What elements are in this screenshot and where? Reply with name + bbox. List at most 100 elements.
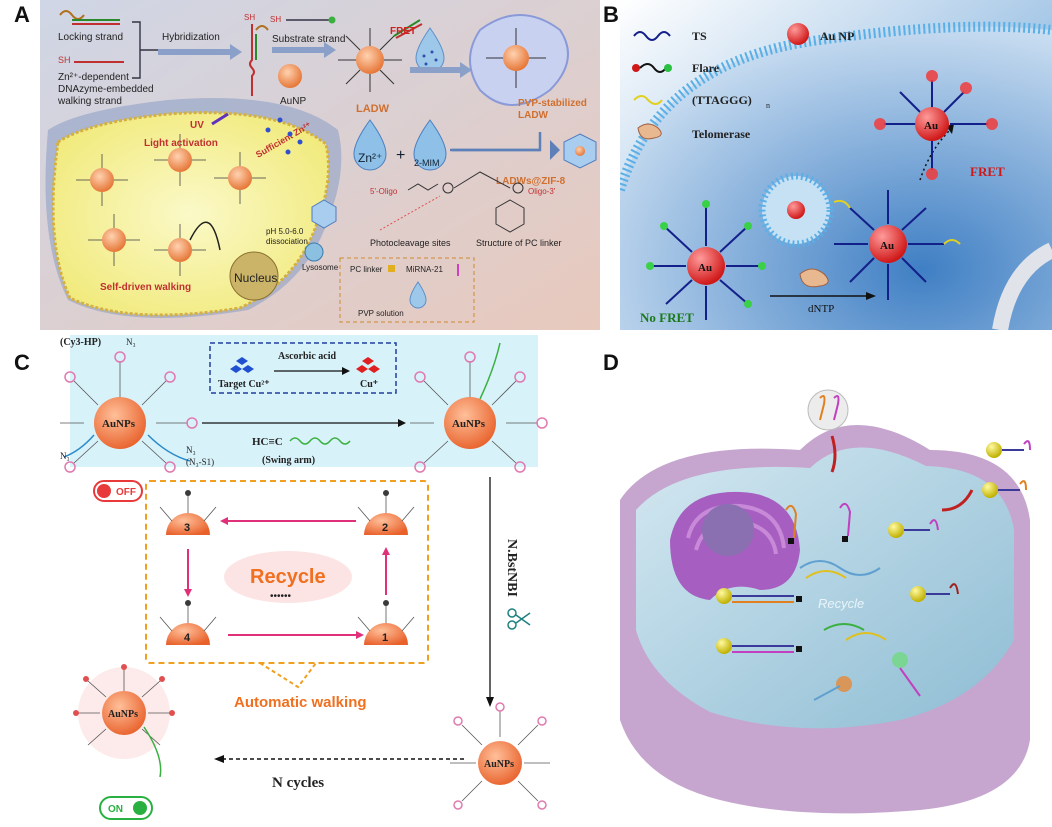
mim-label: 2-MIM: [414, 158, 440, 168]
swing-arm-label: (Swing arm): [262, 455, 315, 466]
substrate-strand-label: Substrate strand: [272, 34, 345, 45]
ttaggg-sub: n: [766, 101, 770, 110]
au-np-fret: [874, 70, 998, 180]
aunps-off: [60, 351, 198, 473]
on-label: ON: [108, 804, 123, 815]
walker-strands: [76, 134, 266, 276]
n3-label-3: N₃: [60, 451, 70, 461]
n3-label-2: N₃: [186, 445, 196, 455]
aunps-label-3: AuNPs: [484, 759, 514, 770]
legend-box: [339, 257, 475, 323]
panel-c-diagram: AuNPs (Cy3-HP) N₃ N₃ (N₃-S1) N₃ OFF Targ…: [60, 335, 550, 820]
no-fret-label: No FRET: [640, 310, 694, 325]
recycle-label: Recycle: [250, 566, 326, 588]
plus-sign: +: [396, 147, 405, 164]
aunps-label-2: AuNPs: [452, 418, 486, 430]
panel-d-diagram: Recycle: [620, 389, 1031, 814]
recycle-dots: ••••••: [270, 591, 292, 602]
cy3hp-label: (Cy3-HP): [60, 337, 101, 348]
au-np-legend-icon: [787, 23, 809, 45]
step-2: 2: [382, 522, 388, 534]
fluorescence-orange: [836, 676, 852, 692]
nucleus-label: Nucleus: [234, 271, 277, 285]
panel-letter-c: C: [14, 350, 30, 375]
cycle-arrows: [184, 517, 390, 639]
fret-label: FRET: [390, 26, 416, 37]
n-cycles-label: N cycles: [272, 775, 324, 791]
aunps-cleaved: [450, 702, 550, 810]
hairpin-magenta: [839, 502, 852, 537]
aunps-clicked: [410, 342, 548, 473]
au-np-no-fret: [646, 200, 766, 320]
zn-droplet: [353, 119, 387, 171]
lysosome-icon: [304, 242, 324, 262]
ts-legend-icon: [633, 31, 671, 41]
zif8-in-cell: [311, 199, 337, 229]
locking-strand: [59, 10, 120, 25]
n3-label-1: N₃: [126, 337, 136, 347]
ladws-zif-label: LADWs@ZIF-8: [496, 176, 566, 187]
organelle: [992, 242, 1052, 330]
probe-nanoparticles-inside: [716, 519, 959, 654]
lysosome-label: Lysosome: [302, 263, 339, 272]
cu2-icon: [230, 357, 254, 373]
walker-particles: [90, 148, 252, 262]
telomerase-icon: [637, 123, 662, 140]
telomerase-label: Telomerase: [692, 127, 751, 141]
ascorbic-label: Ascorbic acid: [278, 351, 336, 362]
cycle-particles: [159, 490, 415, 645]
target-cu-label: Target Cu²⁺: [218, 379, 270, 390]
legend-mirna: MiRNA-21: [406, 265, 443, 274]
cell-b: [620, 26, 1052, 330]
au-np-label: Au NP: [820, 29, 854, 43]
hc-c-label: HC≡C: [252, 436, 283, 448]
walking-strand-label-2: DNAzyme-embedded: [58, 84, 154, 95]
pvp-ladw-label-1: PVP-stabilized: [518, 98, 587, 109]
uv-label: UV: [190, 120, 204, 131]
uv-arrow: [211, 112, 229, 126]
panel-a-diagram: Locking strand SH Zn²⁺-dependent DNAzyme…: [40, 0, 600, 330]
au-label-1: Au: [698, 262, 712, 274]
step-4: 4: [184, 632, 191, 644]
locking-strand-label: Locking strand: [58, 32, 123, 43]
panel-b-diagram: TS Flare (TTAGGG) n Telomerase Au NP Au …: [620, 0, 1052, 330]
oligo3-label: Oligo-3': [528, 187, 556, 196]
ttaggg-label: (TTAGGG): [692, 93, 752, 107]
automatic-walking-label: Automatic walking: [234, 694, 367, 711]
ladw-label: LADW: [356, 103, 390, 115]
photocleavage-label: Photocleavage sites: [370, 238, 451, 248]
panel-letter-d: D: [603, 350, 619, 375]
scissors-icon: [507, 608, 531, 630]
swing-arm: [289, 437, 351, 445]
reaction-box: [209, 342, 397, 394]
ph-label-2: dissociation: [266, 237, 308, 246]
step-3: 3: [184, 522, 190, 534]
n3s1-label: (N₃-S1): [186, 457, 214, 467]
mim-droplet: [413, 119, 447, 171]
aunps-on: [73, 664, 175, 778]
panel-d: Recycle: [600, 340, 1052, 827]
lock-icon: [388, 265, 395, 272]
hairpin-orange: [785, 504, 798, 539]
svg-text:SH: SH: [244, 13, 255, 22]
recycle-bubble: [224, 551, 352, 603]
light-activation-label: Light activation: [144, 138, 218, 149]
sh-label: SH: [58, 55, 71, 65]
probe-bubble: [807, 389, 849, 431]
zn-label: Zn²⁺: [358, 151, 382, 165]
step-1: 1: [382, 632, 388, 644]
hybridization-label: Hybridization: [162, 32, 220, 43]
aunp-label: AuNP: [280, 96, 306, 107]
pc-structure-label: Structure of PC linker: [476, 238, 562, 248]
au-label-3: Au: [924, 120, 938, 132]
pvp-ladw-label-2: LADW: [518, 110, 549, 121]
ph-label-1: pH 5.0-6.0: [266, 227, 304, 236]
panel-letter-a-outer: A: [14, 2, 30, 27]
dntp-label: dNTP: [808, 303, 834, 315]
walking-strand-label-3: walking strand: [57, 96, 122, 107]
panel-b: TS Flare (TTAGGG) n Telomerase Au NP Au …: [620, 0, 1052, 330]
fret-label-b: FRET: [970, 164, 1005, 179]
aunp-icon: [278, 64, 302, 88]
probe-entry-arrow: [830, 435, 837, 473]
legend-pc: PC linker: [350, 265, 383, 274]
